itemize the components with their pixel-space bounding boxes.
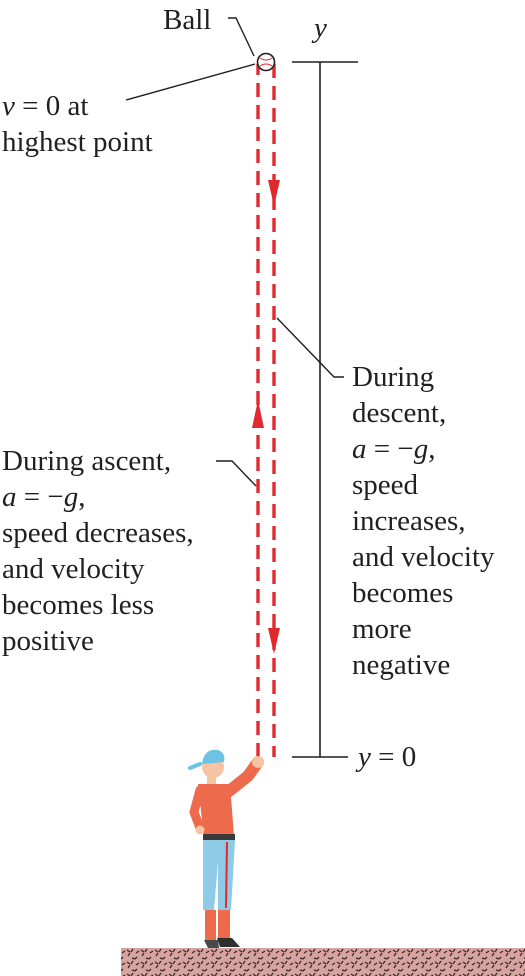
ascent-label: During ascent, a = −g, speed decreases, …	[2, 445, 194, 657]
highest-leader	[125, 63, 256, 101]
ground-texture	[121, 948, 525, 976]
ball-label: Ball	[163, 4, 212, 36]
y-axis-label: y	[314, 12, 327, 44]
descent-label: During descent, a = −g, speed increases,…	[352, 361, 495, 681]
ascent-arrow-icon	[252, 400, 264, 428]
person-icon	[188, 749, 264, 948]
ball-leader	[228, 17, 255, 57]
descent-leader	[276, 317, 344, 378]
ball-icon	[256, 52, 276, 72]
descent-arrow-icon-upper	[268, 180, 280, 206]
descent-arrow-icon-lower	[268, 628, 280, 654]
ascent-leader	[216, 460, 257, 487]
y-zero-label: y = 0	[358, 741, 417, 773]
highest-point-label: v = 0 at highest point	[2, 90, 153, 158]
